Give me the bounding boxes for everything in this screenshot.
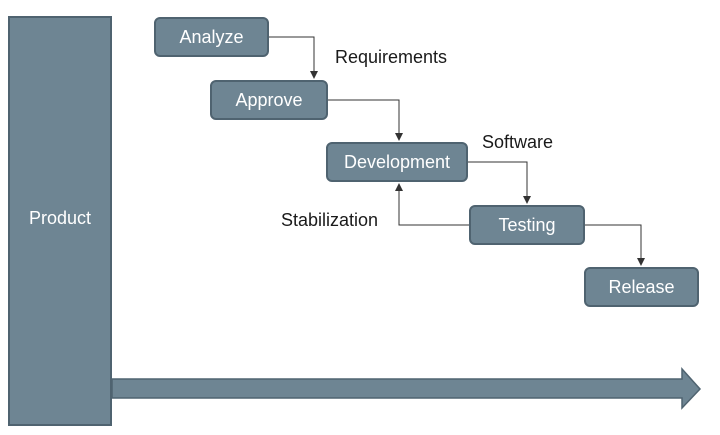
product-label: Product bbox=[28, 208, 92, 228]
connector-development-testing bbox=[468, 161, 531, 204]
step-development-label: Development bbox=[343, 151, 451, 172]
annotation-software: Software bbox=[482, 132, 554, 152]
step-release-label: Release bbox=[608, 276, 675, 297]
connector-analyze-approve bbox=[269, 36, 318, 79]
connector-approve-development bbox=[328, 99, 403, 141]
step-testing: Testing bbox=[469, 205, 585, 245]
product-bar bbox=[8, 16, 112, 426]
step-analyze-label: Analyze bbox=[179, 26, 244, 47]
step-development: Development bbox=[326, 142, 468, 182]
annotation-requirements: Requirements bbox=[335, 47, 448, 67]
connector-testing-release bbox=[585, 224, 645, 266]
step-approve: Approve bbox=[210, 80, 328, 120]
step-analyze: Analyze bbox=[154, 17, 269, 57]
step-release: Release bbox=[584, 267, 699, 307]
step-approve-label: Approve bbox=[235, 89, 303, 110]
annotation-stabilization: Stabilization bbox=[281, 210, 379, 230]
timeline-arrow bbox=[111, 367, 702, 410]
connector-testing-development bbox=[395, 183, 469, 226]
step-testing-label: Testing bbox=[498, 214, 556, 235]
